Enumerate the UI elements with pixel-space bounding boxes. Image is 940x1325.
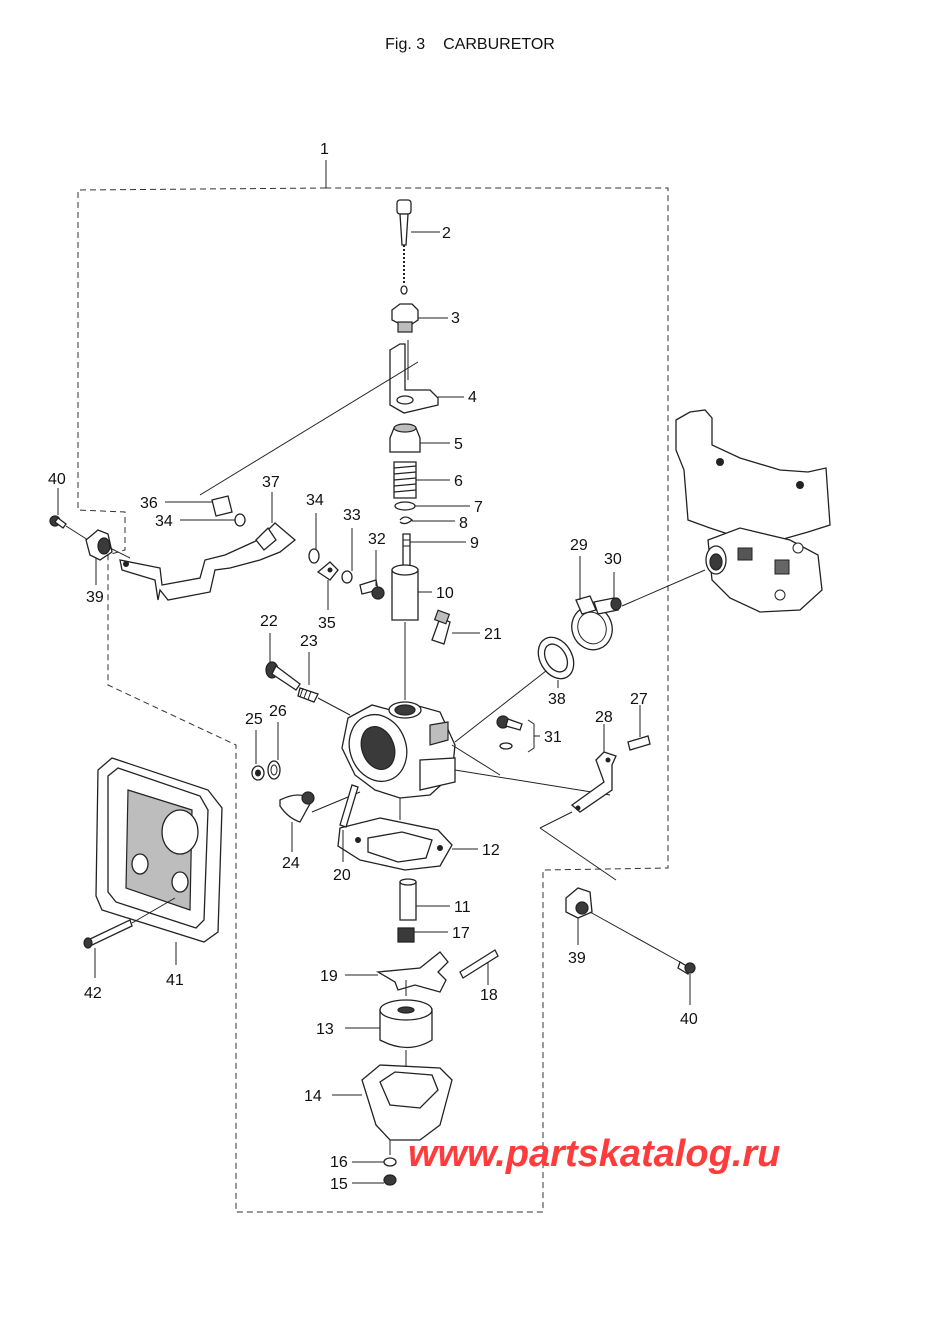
callout-27: 27: [630, 691, 648, 708]
callout-4: 4: [468, 389, 477, 406]
part-23-spring[interactable]: [297, 652, 351, 716]
callout-39-left: 39: [86, 589, 104, 606]
part-27-pin[interactable]: [627, 705, 651, 751]
part-15-screw[interactable]: [352, 1174, 397, 1186]
callout-8: 8: [459, 515, 468, 532]
callout-41: 41: [166, 972, 184, 989]
part-32-screw[interactable]: [359, 550, 385, 600]
part-24-drum[interactable]: [279, 791, 315, 852]
part-42-screw[interactable]: [83, 897, 176, 978]
part-6-spring[interactable]: [393, 461, 450, 499]
part-33-washer[interactable]: [341, 528, 353, 584]
callout-40-right: 40: [680, 1011, 698, 1028]
part-8-clip[interactable]: [399, 516, 455, 525]
callout-5: 5: [454, 436, 463, 453]
part-18-pin[interactable]: [459, 949, 499, 985]
callout-7: 7: [474, 499, 483, 516]
part-16-gasket[interactable]: [352, 1157, 397, 1167]
callout-1: 1: [320, 141, 329, 158]
callout-21: 21: [484, 626, 502, 643]
figure-number: Fig. 3: [385, 36, 426, 53]
part-41-cover[interactable]: [95, 757, 223, 965]
figure-title: Fig. 3 CARBURETOR: [0, 36, 940, 54]
callout-12: 12: [482, 842, 500, 859]
part-37-lever[interactable]: [119, 492, 297, 601]
part-13-float[interactable]: [345, 980, 433, 1070]
part-22-screw[interactable]: [265, 633, 301, 691]
part-29-clamp[interactable]: [566, 556, 619, 656]
part-17-jet[interactable]: [397, 927, 448, 943]
callout-29: 29: [570, 537, 588, 554]
callout-24: 24: [282, 855, 300, 872]
callout-34-right: 34: [306, 492, 324, 509]
part-3-screw[interactable]: [391, 303, 448, 333]
figure-name: CARBURETOR: [443, 36, 555, 53]
part-34-washer[interactable]: [180, 513, 246, 527]
callout-2: 2: [442, 225, 451, 242]
callout-20: 20: [333, 867, 351, 884]
callout-35: 35: [318, 615, 336, 632]
part-31-screw[interactable]: [496, 715, 540, 753]
part-7-washer[interactable]: [394, 501, 470, 511]
callout-15: 15: [330, 1176, 348, 1193]
callout-14: 14: [304, 1088, 322, 1105]
part-39-grommet-right[interactable]: [565, 887, 681, 963]
part-5-cap[interactable]: [389, 423, 450, 453]
callout-16: 16: [330, 1154, 348, 1171]
part-21-nipple[interactable]: [431, 609, 480, 645]
callout-33: 33: [343, 507, 361, 524]
part-14-bowl[interactable]: [332, 1064, 453, 1155]
callout-18: 18: [480, 987, 498, 1004]
callout-26: 26: [269, 703, 287, 720]
callout-3: 3: [451, 310, 460, 327]
part-20-pin[interactable]: [339, 784, 359, 862]
assembly-boundary: [77, 187, 669, 1213]
part-4-plate[interactable]: [199, 340, 464, 496]
callout-6: 6: [454, 473, 463, 490]
callout-40-left: 40: [48, 471, 66, 488]
part-34-washer-right[interactable]: [308, 513, 320, 564]
callout-22: 22: [260, 613, 278, 630]
callout-19: 19: [320, 968, 338, 985]
callout-34-left: 34: [155, 513, 173, 530]
callout-32: 32: [368, 531, 386, 548]
callout-31: 31: [544, 729, 562, 746]
part-36-pin[interactable]: [165, 495, 233, 517]
watermark: www.partskatalog.ru: [408, 1133, 781, 1175]
callout-10: 10: [436, 585, 454, 602]
callout-38: 38: [548, 691, 566, 708]
callout-36: 36: [140, 495, 158, 512]
callout-37: 37: [262, 474, 280, 491]
part-30-screw[interactable]: [593, 569, 706, 615]
callout-17: 17: [452, 925, 470, 942]
part-2-needle[interactable]: [396, 199, 440, 295]
part-38-gasket[interactable]: [531, 631, 581, 688]
part-25-nut[interactable]: [251, 730, 265, 781]
callout-25: 25: [245, 711, 263, 728]
callout-labels: 1 2 3 4 5 6 7 8 9 10 11 12 13 14 15 16 1…: [48, 141, 698, 1193]
callout-11: 11: [454, 899, 471, 916]
part-35-tab[interactable]: [316, 561, 339, 610]
part-10-valve[interactable]: [391, 564, 432, 700]
carburetor-body[interactable]: [311, 659, 611, 820]
callout-23: 23: [300, 633, 318, 650]
callout-28: 28: [595, 709, 613, 726]
part-19-arm[interactable]: [345, 951, 449, 993]
callout-13: 13: [316, 1021, 334, 1038]
part-28-bracket[interactable]: [539, 724, 617, 881]
callout-39-right: 39: [568, 950, 586, 967]
part-40-screw-left[interactable]: [49, 488, 89, 541]
callout-42: 42: [84, 985, 102, 1002]
part-39-grommet-left[interactable]: [85, 529, 131, 585]
part-26-washer[interactable]: [267, 722, 281, 780]
callout-30: 30: [604, 551, 622, 568]
engine-intake: [675, 409, 831, 613]
callout-9: 9: [470, 535, 479, 552]
part-11-holder[interactable]: [399, 878, 450, 921]
part-12-gasket[interactable]: [337, 817, 478, 871]
part-40-screw-right[interactable]: [677, 961, 696, 1005]
